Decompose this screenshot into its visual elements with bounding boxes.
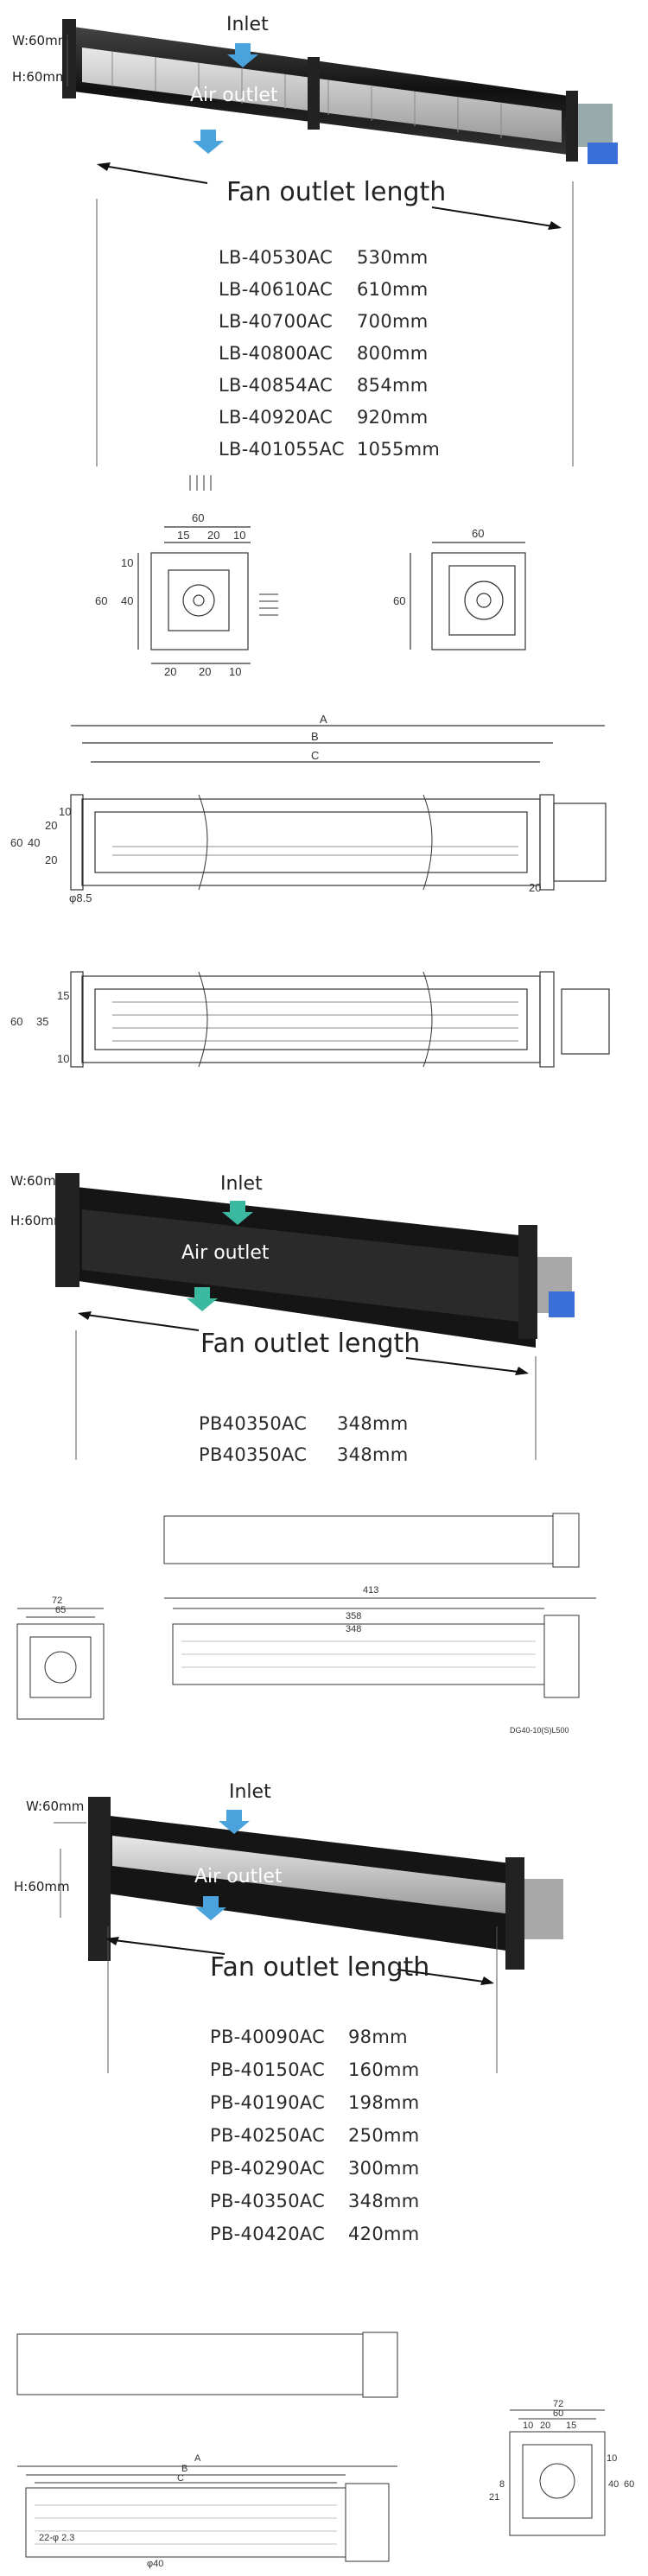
dim-10b: 10 [607, 2453, 618, 2464]
inlet-label: Inlet [229, 1781, 271, 1803]
pb40350-drawing [16, 1513, 596, 1720]
dim-65: 65 [55, 1605, 67, 1615]
dim-15: 15 [566, 2421, 577, 2431]
inlet-arrow-icon [219, 1810, 250, 1834]
drawing-end-views: 60 15 20 10 10 40 60 20 20 10 60 60 [0, 466, 648, 682]
dim-s35: 35 [36, 1015, 49, 1028]
dim-holes: 22-φ 2.3 [39, 2533, 75, 2543]
dim-10: 10 [59, 805, 72, 818]
dim-20b: 20 [45, 853, 58, 866]
dim-phi40: φ40 [147, 2559, 164, 2569]
dim-413: 413 [363, 1585, 379, 1596]
drawing-side-views: A B C 60 40 20 20 10 φ8.5 20 60 35 15 10 [0, 691, 648, 1132]
dim-h40: 40 [121, 594, 134, 607]
dim-C: C [311, 749, 320, 762]
dim-348: 348 [346, 1624, 362, 1634]
product-section-lb: W:60mm H:60mm Inlet Air outlet Fan outle… [0, 0, 648, 484]
pb-drawing [16, 2332, 606, 2562]
width-label: W:60mm [12, 33, 71, 48]
dim-B: B [311, 730, 319, 743]
drawing-note: DG40-10(S)L500 [510, 1726, 569, 1735]
dim-right-side-60: 60 [393, 594, 406, 607]
height-label: H:60mm [10, 1213, 67, 1228]
outlet-label: Air outlet [181, 1242, 270, 1264]
dim-10: 10 [523, 2421, 534, 2431]
dim-15: 15 [177, 529, 190, 542]
product-section-pb40350: W:60mm H:60mm Inlet Air outlet Fan outle… [0, 1132, 648, 1486]
dim-10: 10 [233, 529, 246, 542]
inlet-label: Inlet [226, 14, 269, 35]
fan-illustration-lb [62, 19, 618, 466]
dim-358: 358 [346, 1611, 362, 1621]
end-view-drawing [137, 475, 526, 664]
fan-outlet-length-label: Fan outlet length [210, 1952, 430, 1983]
dim-40: 40 [608, 2479, 619, 2490]
dim-60: 60 [553, 2408, 564, 2419]
dim-phi: φ8.5 [69, 891, 92, 904]
dim-20a: 20 [45, 819, 58, 832]
inlet-arrow-icon [227, 43, 258, 67]
dim-s60: 60 [10, 1015, 23, 1028]
fan-illustration-pb40350 [55, 1173, 575, 1460]
dim-b20b: 20 [199, 665, 212, 678]
drawing-pb40350: 72 65 413 358 348 DG40-10(S)L500 [0, 1494, 648, 1754]
height-label: H:60mm [14, 1879, 70, 1894]
dim-top-60: 60 [192, 511, 205, 524]
outlet-arrow-icon [195, 1896, 226, 1920]
dim-s15: 15 [57, 989, 70, 1002]
dim-40: 40 [28, 836, 41, 849]
width-label: W:60mm [10, 1173, 69, 1189]
dim-s10: 10 [57, 1052, 70, 1065]
dim-8: 8 [499, 2479, 505, 2490]
dim-r20: 20 [529, 881, 542, 894]
dim-60: 60 [10, 836, 23, 849]
dim-C: C [177, 2473, 184, 2484]
dim-20: 20 [540, 2421, 551, 2431]
outlet-arrow-icon [193, 130, 224, 154]
product-section-pb: W:60mm H:60mm Inlet Air outlet Fan outle… [0, 1762, 648, 2315]
dim-side-60: 60 [95, 594, 108, 607]
drawing-pb: A B C 72 60 10 20 15 21 8 10 40 60 φ40 2… [0, 2315, 648, 2576]
fan-illustration-pb [54, 1797, 563, 2073]
dim-b20a: 20 [164, 665, 177, 678]
dim-h10: 10 [121, 556, 134, 569]
dim-right-top-60: 60 [472, 527, 485, 540]
dim-A: A [194, 2453, 201, 2464]
outlet-arrow-icon [187, 1287, 218, 1311]
dim-21: 21 [489, 2492, 500, 2503]
fan-outlet-length-label: Fan outlet length [226, 177, 447, 207]
inlet-arrow-icon [222, 1201, 253, 1225]
width-label: W:60mm [26, 1799, 85, 1814]
height-label: H:60mm [12, 69, 68, 85]
side-view-drawing [70, 725, 610, 1068]
outlet-label: Air outlet [194, 1866, 283, 1888]
dim-20: 20 [207, 529, 220, 542]
dim-A: A [320, 713, 327, 726]
dim-72: 72 [52, 1596, 63, 1606]
outlet-label: Air outlet [190, 85, 278, 106]
dim-72: 72 [553, 2399, 564, 2409]
inlet-label: Inlet [220, 1173, 263, 1195]
fan-outlet-length-label: Fan outlet length [200, 1329, 421, 1359]
dim-60b: 60 [624, 2479, 635, 2490]
dim-b10: 10 [229, 665, 242, 678]
dim-B: B [181, 2464, 188, 2474]
